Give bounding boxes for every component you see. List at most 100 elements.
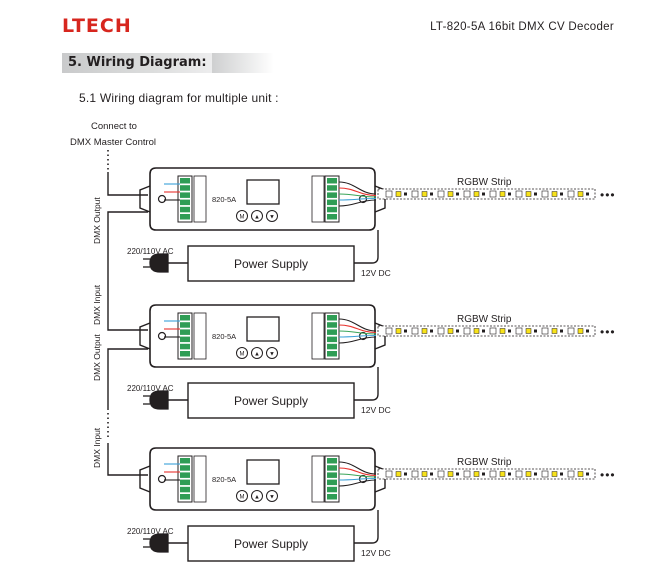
button-glyph: ▼ [269, 215, 275, 221]
continuation-ellipsis: ••• [600, 188, 616, 202]
led-chip-rgb [515, 327, 523, 335]
led-chip-white [577, 328, 584, 334]
dc-voltage-label: 12V DC [361, 548, 391, 558]
power-supply-box [187, 525, 355, 562]
output-wire [338, 334, 377, 338]
led-chip-white [473, 328, 480, 334]
ac-plug-icon [149, 390, 169, 410]
led-strip [377, 188, 596, 200]
terminal-screw [180, 336, 190, 343]
led-chip-white [395, 191, 402, 197]
led-chip-rgb [567, 470, 575, 478]
terminal-screw [180, 199, 190, 206]
subsection-title: 5.1 Wiring diagram for multiple unit : [79, 91, 279, 105]
led-chip-rgb [437, 470, 445, 478]
led-chip-rgb [437, 327, 445, 335]
output-wire [338, 324, 377, 334]
led-resistor [560, 329, 563, 333]
power-supply-label: Power Supply [234, 257, 308, 271]
led-chip-rgb [541, 470, 549, 478]
led-chip-rgb [385, 470, 393, 478]
led-resistor [534, 329, 537, 333]
led-resistor [456, 329, 459, 333]
model-label: 820-5A [212, 195, 236, 204]
button-glyph: ▼ [269, 495, 275, 501]
model-label: 820-5A [212, 475, 236, 484]
down-button-icon [266, 347, 278, 359]
output-wire [338, 197, 377, 201]
power-supply-label: Power Supply [234, 537, 308, 551]
led-chip-rgb [385, 327, 393, 335]
power-supply-box [187, 382, 355, 419]
button-glyph: M [240, 495, 245, 501]
output-wire [338, 187, 377, 197]
terminal-screw [327, 178, 337, 184]
led-chip-white [551, 471, 558, 477]
dmx-chain-cable-2b [107, 443, 148, 476]
dmx-label-strip [193, 455, 207, 503]
led-chip-rgb [489, 327, 497, 335]
terminal-screw [180, 192, 190, 198]
led-chip-rgb [463, 327, 471, 335]
mounting-hole-icon [157, 194, 167, 204]
led-chip-white [395, 328, 402, 334]
document-title: LT-820-5A 16bit DMX CV Decoder [430, 21, 614, 33]
terminal-screw [180, 494, 190, 500]
led-resistor [586, 329, 589, 333]
led-resistor [560, 192, 563, 196]
strip-label: RGBW Strip [457, 314, 512, 325]
terminal-screw [180, 465, 190, 471]
led-chip-white [447, 328, 454, 334]
led-chip-white [577, 191, 584, 197]
button-glyph: ▲ [254, 495, 260, 501]
led-resistor [508, 472, 511, 476]
dc-voltage-label: 12V DC [361, 268, 391, 278]
led-resistor [456, 192, 459, 196]
terminal-screw [327, 322, 337, 328]
led-chip-rgb [515, 470, 523, 478]
terminal-screw [180, 214, 190, 220]
output-wire [338, 193, 377, 198]
ac-voltage-label: 220/110V AC [127, 527, 174, 536]
master-label-line2: DMX Master Control [70, 137, 156, 148]
mounting-hole-icon [157, 331, 167, 341]
terminal-screw [180, 178, 190, 184]
led-chip-rgb [411, 470, 419, 478]
output-wire [338, 181, 377, 195]
button-glyph: ▲ [254, 215, 260, 221]
led-chip-white [577, 471, 584, 477]
led-resistor [404, 329, 407, 333]
terminal-screw [327, 479, 337, 486]
dmx-input-label: DMX Input [92, 284, 102, 325]
continuation-ellipsis: ••• [600, 325, 616, 339]
terminal-screw [327, 315, 337, 321]
led-chip-white [473, 191, 480, 197]
down-button-icon [266, 490, 278, 502]
terminal-screw [180, 472, 190, 478]
terminal-screw [327, 494, 337, 500]
output-wire [338, 467, 377, 477]
mode-button-icon [236, 490, 248, 502]
led-resistor [404, 472, 407, 476]
terminal-screw [180, 351, 190, 357]
led-chip-white [395, 471, 402, 477]
section-header-bar [62, 53, 274, 73]
led-resistor [508, 192, 511, 196]
terminal-screw [180, 329, 190, 335]
led-chip-rgb [541, 190, 549, 198]
output-label-strip [311, 312, 325, 360]
terminal-screw [180, 343, 190, 350]
terminal-screw [327, 206, 337, 213]
dmx-chain-cable-2a [107, 348, 148, 410]
terminal-screw [180, 458, 190, 464]
terminal-screw [327, 185, 337, 191]
power-supply-box [187, 245, 355, 282]
diagram-layer: 820-5A M ▲ ▼ RGBW Strip ••• Power Supply 12V DC… [92, 150, 616, 562]
terminal-screw [327, 192, 337, 198]
led-chip-rgb [411, 327, 419, 335]
led-chip-rgb [567, 190, 575, 198]
button-glyph: ▲ [254, 352, 260, 358]
